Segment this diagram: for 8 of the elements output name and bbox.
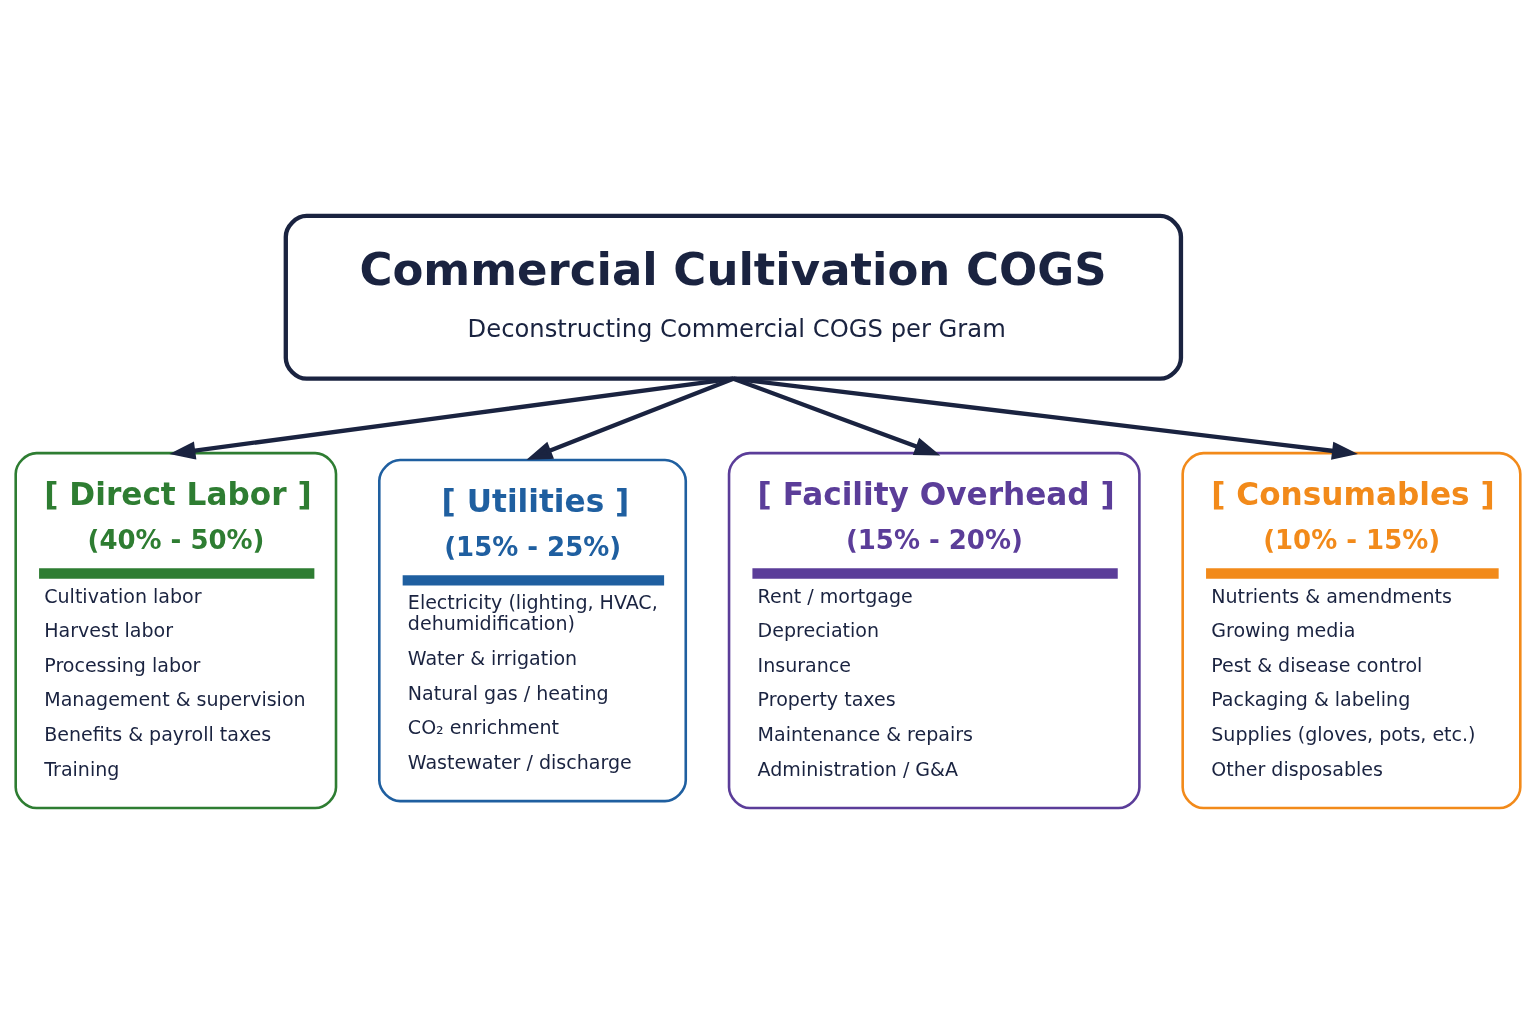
- arrow: [733, 376, 1358, 460]
- node-box: [ Utilities ] (15% - 25%) Electricity (lighting, HVAC, dehumidification) Water & irrigation Natural gas / heating CO₂ enrichment Wastewater / discharge: [378, 458, 688, 803]
- node-box: Commercial Cultivation COGS Deconstructing Commercial COGS per Gram: [283, 213, 1184, 381]
- node-box: [ Facility Overhead ] (15% - 20%) Rent / mortgage Depreciation Insurance Property taxes Maintenance & repairs Administration / G&A: [727, 451, 1141, 810]
- arrow: [169, 376, 734, 460]
- node-box: [ Consumables ] (10% - 15%) Nutrients & amendments Growing media Pest & disease control Packaging & labeling Supplies (gloves, pots, etc.) Other disposables: [1181, 451, 1522, 810]
- node-box: [ Direct Labor ] (40% - 50%) Cultivation labor Harvest labor Processing labor Management & supervision Benefits & payroll taxes Training: [14, 451, 338, 810]
- arrow: [526, 376, 735, 460]
